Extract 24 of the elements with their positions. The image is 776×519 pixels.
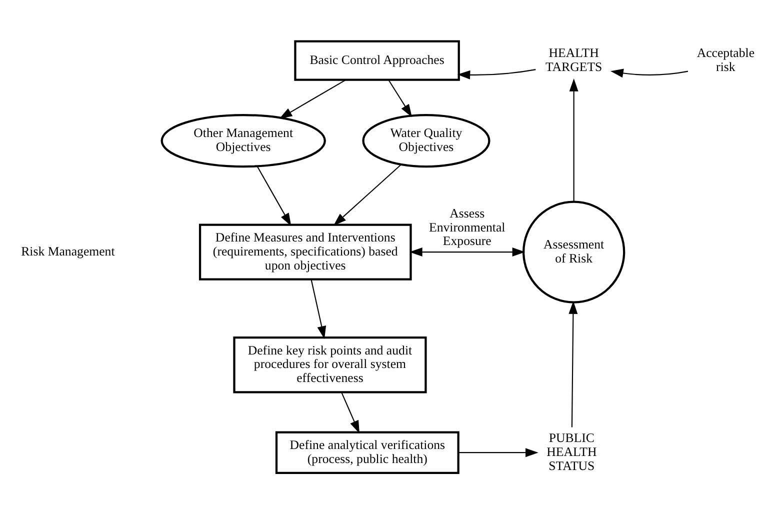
arrow — [458, 448, 538, 458]
node-box: Define key risk points and audit procedures for overall system effectiveness — [233, 336, 427, 394]
node-ellipse: Water Quality Objectives — [362, 114, 490, 168]
node-text: Acceptable risk — [696, 46, 755, 74]
arrow — [457, 69, 536, 80]
arrow — [256, 166, 292, 226]
node-text: HEALTH TARGETS — [545, 46, 602, 74]
node-ellipse: Other Management Objectives — [160, 114, 326, 168]
arrow — [388, 80, 412, 118]
label: Risk Management — [21, 244, 115, 258]
node-box: Define analytical verifications (process, public health) — [275, 431, 460, 474]
arrow — [409, 248, 526, 257]
arrow — [568, 301, 578, 428]
node-text: PUBLIC HEALTH STATUS — [546, 431, 597, 473]
arrow — [610, 68, 688, 78]
arrow — [310, 279, 326, 339]
arrow — [341, 392, 360, 434]
node-box: Define Measures and Interventions (requirements, specifications) based upon objectives — [198, 224, 412, 280]
arrow — [569, 78, 578, 202]
arrow — [333, 164, 402, 226]
arrow — [279, 79, 346, 119]
node-box: Basic Control Approaches — [294, 40, 460, 81]
edge-label: Assess Environmental Exposure — [429, 206, 506, 248]
node-circle: Assessment of Risk — [522, 200, 626, 304]
